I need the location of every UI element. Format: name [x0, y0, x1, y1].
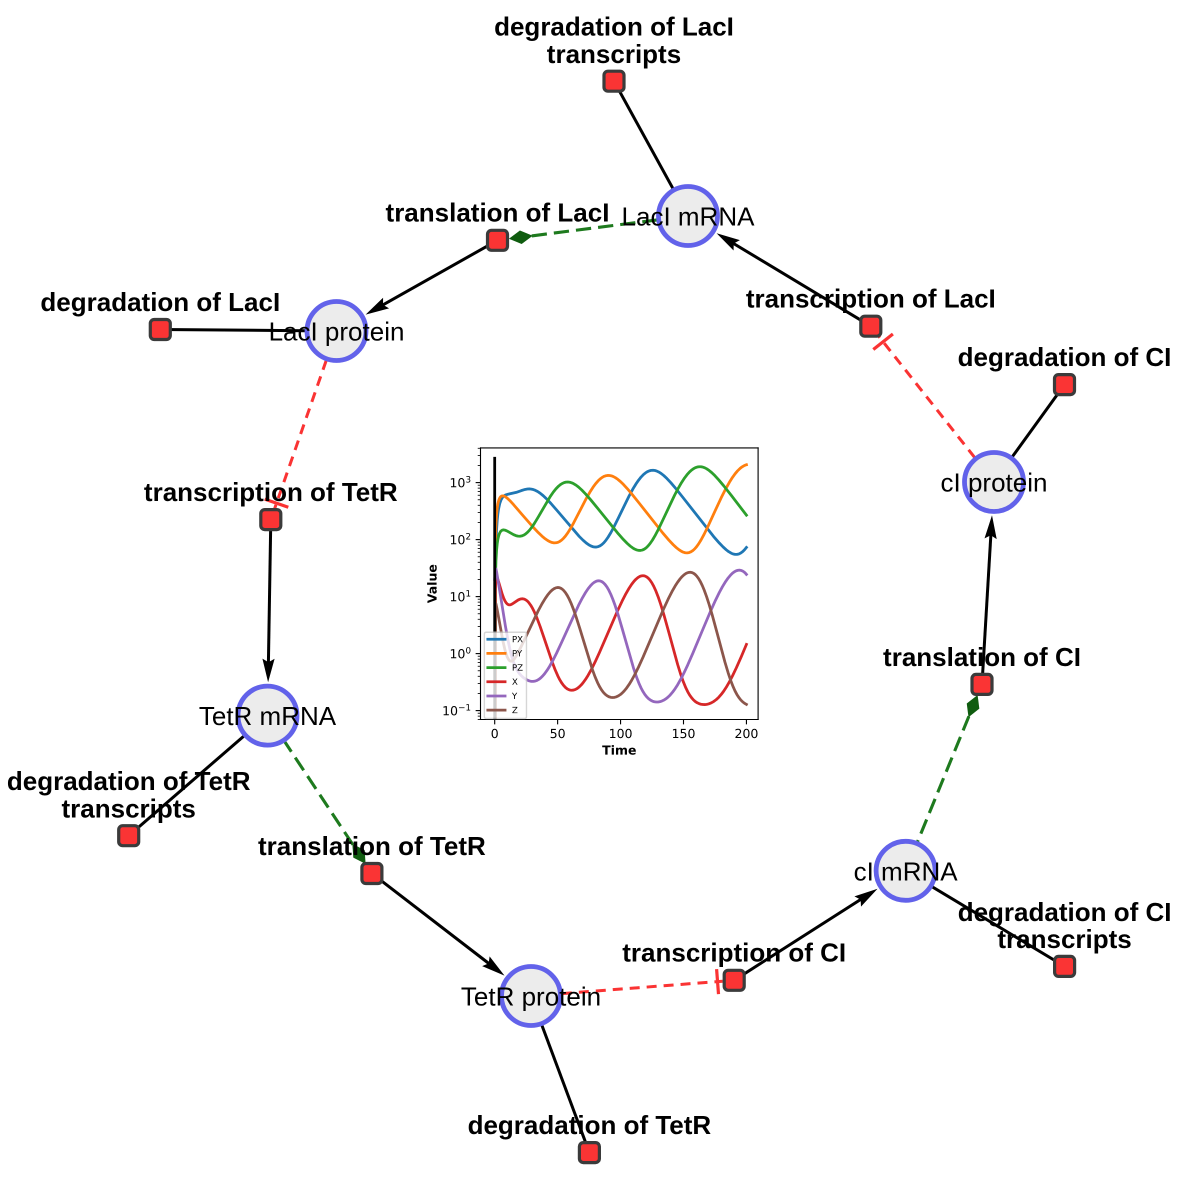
svg-text:LacI protein: LacI protein — [269, 317, 405, 347]
svg-text:degradation of CI: degradation of CI — [958, 897, 1172, 927]
svg-text:transcription of LacI: transcription of LacI — [746, 284, 996, 314]
svg-text:TetR protein: TetR protein — [461, 982, 601, 1012]
svg-text:translation of LacI: translation of LacI — [386, 198, 610, 228]
svg-text:cI mRNA: cI mRNA — [854, 856, 959, 886]
svg-text:transcripts: transcripts — [547, 39, 681, 69]
svg-text:transcription of CI: transcription of CI — [622, 938, 846, 968]
svg-text:degradation of TetR: degradation of TetR — [7, 766, 251, 796]
svg-text:translation of TetR: translation of TetR — [258, 831, 486, 861]
svg-text:transcripts: transcripts — [62, 794, 196, 824]
svg-text:cI protein: cI protein — [941, 468, 1048, 498]
svg-text:degradation of LacI: degradation of LacI — [494, 12, 734, 42]
svg-text:transcripts: transcripts — [997, 924, 1131, 954]
svg-text:TetR mRNA: TetR mRNA — [199, 701, 337, 731]
svg-text:degradation of CI: degradation of CI — [958, 342, 1172, 372]
svg-text:degradation of LacI: degradation of LacI — [40, 287, 280, 317]
svg-text:degradation of TetR: degradation of TetR — [468, 1110, 712, 1140]
svg-text:translation of CI: translation of CI — [883, 642, 1081, 672]
svg-text:transcription of TetR: transcription of TetR — [144, 477, 398, 507]
svg-text:LacI mRNA: LacI mRNA — [622, 202, 756, 232]
